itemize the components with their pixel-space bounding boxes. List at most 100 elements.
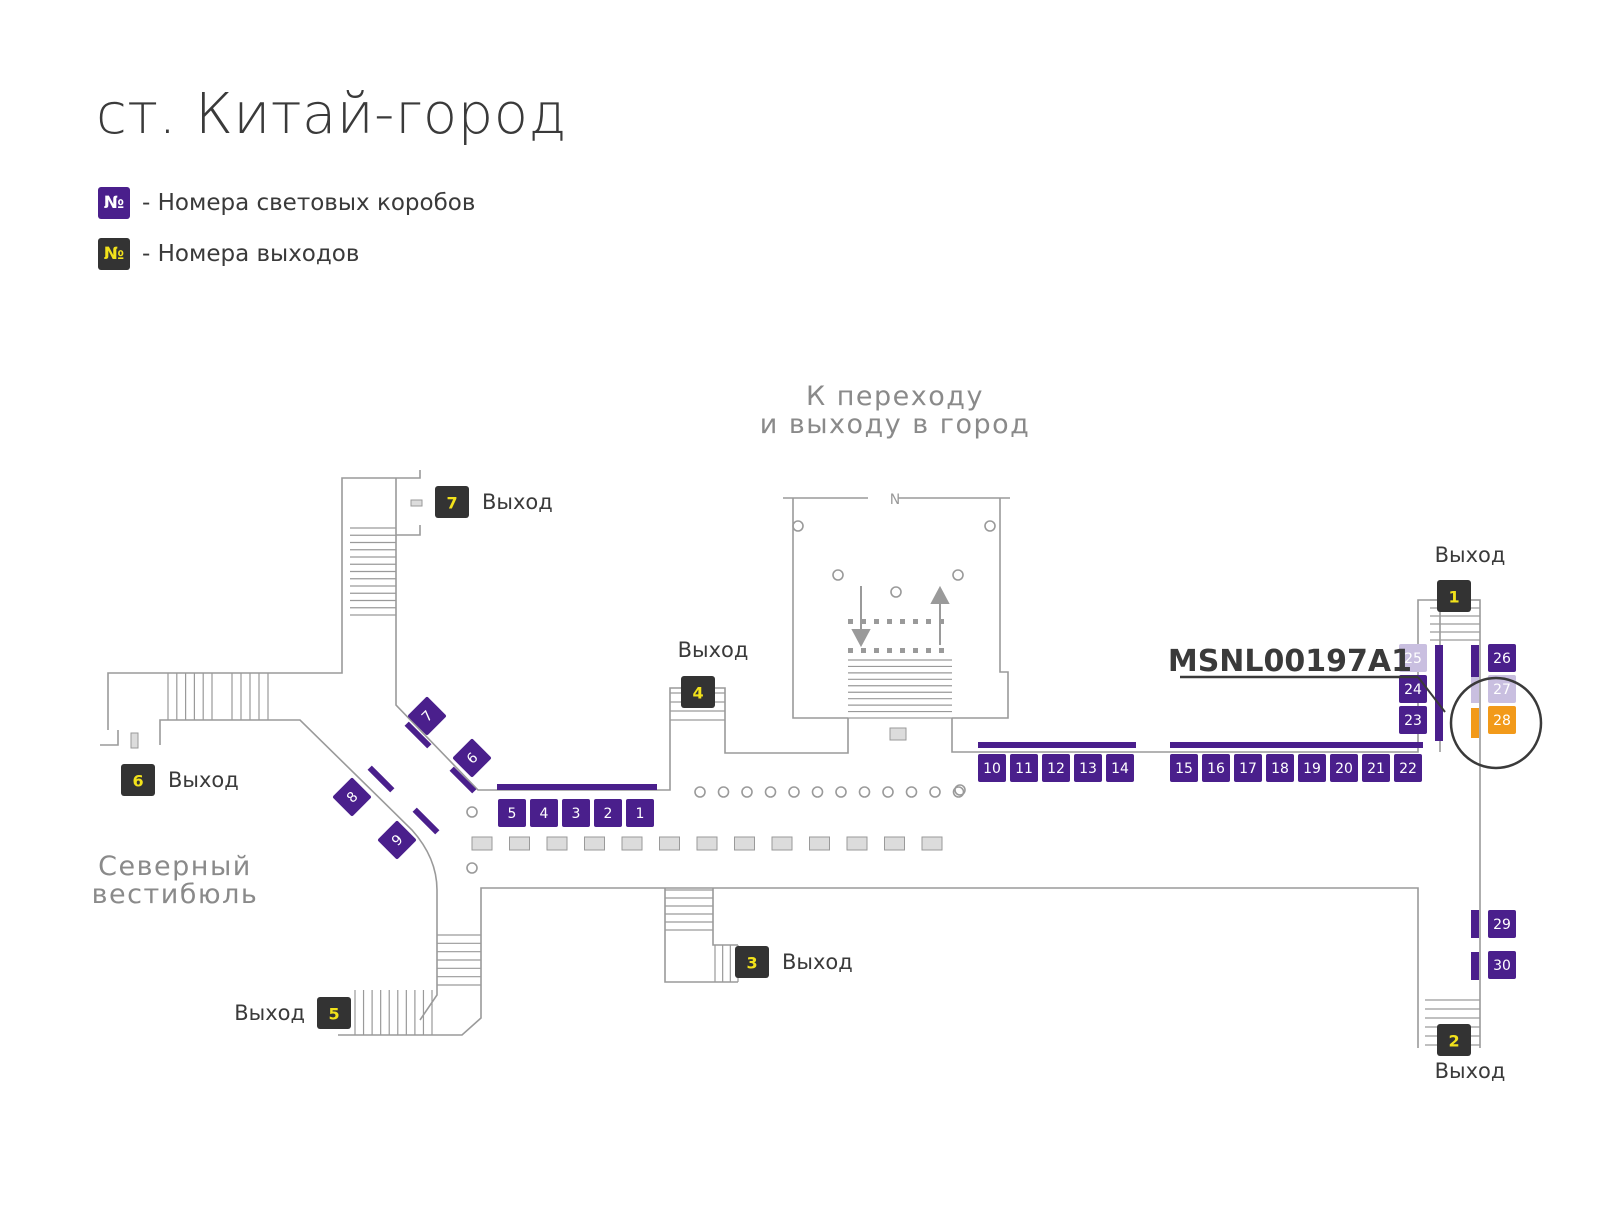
lightbox-17: 17	[1234, 754, 1262, 782]
lightbox-number: 12	[1047, 761, 1065, 777]
exit-number: 4	[692, 684, 703, 703]
lightbox-22: 22	[1394, 754, 1422, 782]
exit-7: 7	[435, 486, 469, 518]
lightbox-badge	[333, 778, 371, 816]
landing-dot	[848, 648, 853, 653]
lightbox-27: 27	[1488, 675, 1516, 703]
exit-6: 6	[121, 764, 155, 796]
bench	[696, 836, 718, 851]
landing-dot	[939, 648, 944, 653]
landing-dot	[887, 648, 892, 653]
lightbox-23: 23	[1399, 706, 1427, 734]
lightbox-badge	[1202, 754, 1230, 782]
exit-label-2: Выход	[1435, 1059, 1506, 1083]
lightbox-badge	[498, 799, 526, 827]
north-vestibule-line2: вестибюль	[92, 879, 259, 910]
lightbox-badge	[1488, 910, 1516, 938]
lightbox-24: 24	[1399, 675, 1427, 703]
lightbox-strip	[367, 765, 395, 793]
legend-exit-swatch: №	[98, 238, 130, 270]
exit-4: 4	[681, 676, 715, 708]
exit-badge	[1437, 580, 1471, 612]
column	[882, 786, 894, 798]
column	[832, 569, 844, 581]
column	[929, 786, 941, 798]
column	[764, 786, 777, 798]
landing-dot	[874, 619, 879, 624]
bench	[659, 836, 680, 851]
lightbox-badge	[978, 754, 1006, 782]
column	[741, 786, 753, 798]
lightbox-10: 10	[978, 754, 1006, 782]
lightbox-11: 11	[1010, 754, 1038, 782]
lightbox-strip	[978, 742, 1136, 748]
bench	[509, 836, 530, 851]
lightbox-number: 1	[636, 806, 645, 822]
arrow-up-icon	[930, 585, 950, 604]
lightbox-6: 6	[453, 739, 491, 777]
lightbox-number: 29	[1493, 917, 1511, 933]
lightbox-3: 3	[562, 799, 590, 827]
legend-lightbox-text: - Номера световых коробов	[142, 190, 476, 216]
bench	[584, 836, 605, 851]
lightbox-strip	[1471, 910, 1479, 938]
lightbox-number: 26	[1493, 651, 1511, 667]
lightbox-badge	[1074, 754, 1102, 782]
landing-dot	[874, 648, 879, 653]
bench	[130, 732, 139, 749]
column	[694, 786, 706, 798]
lightbox-number: 2	[604, 806, 613, 822]
columns-and-benches	[130, 499, 996, 874]
lightbox-20: 20	[1330, 754, 1358, 782]
exit-badge	[1437, 1024, 1471, 1056]
landing-dot	[861, 648, 866, 653]
lightbox-number: 3	[572, 806, 581, 822]
column	[792, 520, 804, 532]
exit-number: 7	[446, 494, 457, 513]
lightbox-number: 4	[540, 806, 549, 822]
lightbox-12: 12	[1042, 754, 1070, 782]
lightbox-strip	[1471, 952, 1479, 980]
exit-label-4: Выход	[678, 638, 749, 662]
lightbox-13: 13	[1074, 754, 1102, 782]
lightbox-number: 22	[1399, 761, 1417, 777]
lightbox-badge	[1234, 754, 1262, 782]
legend-exit-text: - Номера выходов	[142, 241, 360, 267]
lightbox-badge	[1010, 754, 1038, 782]
exit-label-1: Выход	[1435, 543, 1506, 567]
lightbox-18: 18	[1266, 754, 1294, 782]
lightbox-number: 10	[983, 761, 1001, 777]
lightbox-2: 2	[594, 799, 622, 827]
column	[835, 786, 847, 798]
lightbox-strip-highlight	[1471, 708, 1479, 738]
column	[466, 806, 478, 818]
legend-lightbox-swatch: №	[98, 187, 130, 219]
landing-dot	[887, 619, 892, 624]
lightbox-strip	[1170, 742, 1423, 748]
lightbox-badge	[594, 799, 622, 827]
lightbox-badge	[1394, 754, 1422, 782]
bench	[809, 836, 830, 851]
north-vestibule-line1: Северный	[98, 851, 252, 882]
lightbox-29: 29	[1488, 910, 1516, 938]
lightbox-number: 13	[1079, 761, 1097, 777]
lightbox-number: 20	[1335, 761, 1353, 777]
lightbox-badge	[1170, 754, 1198, 782]
lightbox-badge	[378, 821, 416, 859]
column	[954, 784, 966, 796]
landing-dot	[861, 619, 866, 624]
lightbox-number: 11	[1015, 761, 1033, 777]
landing-dot	[926, 648, 931, 653]
lightbox-badge	[1488, 675, 1516, 703]
arrow-down-icon	[851, 629, 871, 648]
lightbox-number: 18	[1271, 761, 1289, 777]
exit-badge	[317, 997, 351, 1029]
column	[890, 586, 902, 598]
lightbox-4: 4	[530, 799, 558, 827]
column	[905, 786, 918, 798]
lightbox-8: 8	[333, 778, 371, 816]
bench	[846, 836, 868, 851]
